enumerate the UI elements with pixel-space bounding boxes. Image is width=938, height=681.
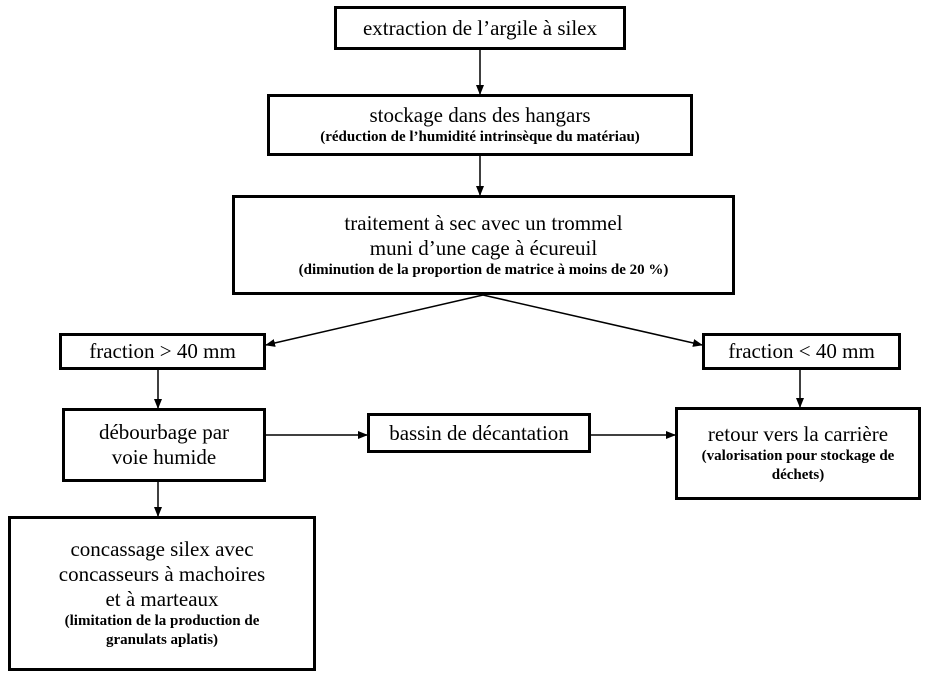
node-main-text: traitement à sec avec un trommel xyxy=(344,210,623,235)
node-sub-text: (limitation de la production de xyxy=(64,613,260,629)
node-fraction-gt-40: fraction > 40 mm xyxy=(59,333,266,370)
node-main-text: voie humide xyxy=(111,445,217,469)
node-main-text: débourbage par xyxy=(98,420,230,444)
arrow-traitement-to-fraction-lt xyxy=(482,294,703,347)
node-sub-text: (diminution de la proportion de matrice … xyxy=(298,261,669,278)
node-main-text: retour vers la carrière xyxy=(707,422,889,446)
node-retour: retour vers la carrière (valorisation pou… xyxy=(675,407,921,500)
node-extraction: extraction de l’argile à silex xyxy=(334,6,626,50)
node-main-text: concassage silex avec xyxy=(70,537,254,561)
node-main-text: fraction < 40 mm xyxy=(728,339,875,363)
node-sub-text: (valorisation pour stockage de xyxy=(701,448,895,464)
node-main-text: extraction de l’argile à silex xyxy=(362,15,597,40)
node-sub-text: déchets) xyxy=(771,467,825,483)
node-main-text: bassin de décantation xyxy=(389,420,569,445)
node-sub-text: (réduction de l’humidité intrinsèque du … xyxy=(320,129,640,145)
node-sub-text: granulats aplatis) xyxy=(105,632,219,648)
node-main-text: et à marteaux xyxy=(105,587,219,611)
node-main-text: fraction > 40 mm xyxy=(89,339,236,363)
node-stockage: stockage dans des hangars (réduction de l… xyxy=(267,94,693,156)
node-main-text: concasseurs à machoires xyxy=(58,562,266,586)
node-bassin: bassin de décantation xyxy=(367,413,591,453)
node-fraction-lt-40: fraction < 40 mm xyxy=(702,333,901,370)
arrow-traitement-to-fraction-gt xyxy=(265,294,484,347)
node-main-text: stockage dans des hangars xyxy=(369,103,591,127)
node-main-text: muni d’une cage à écureuil xyxy=(369,235,598,260)
